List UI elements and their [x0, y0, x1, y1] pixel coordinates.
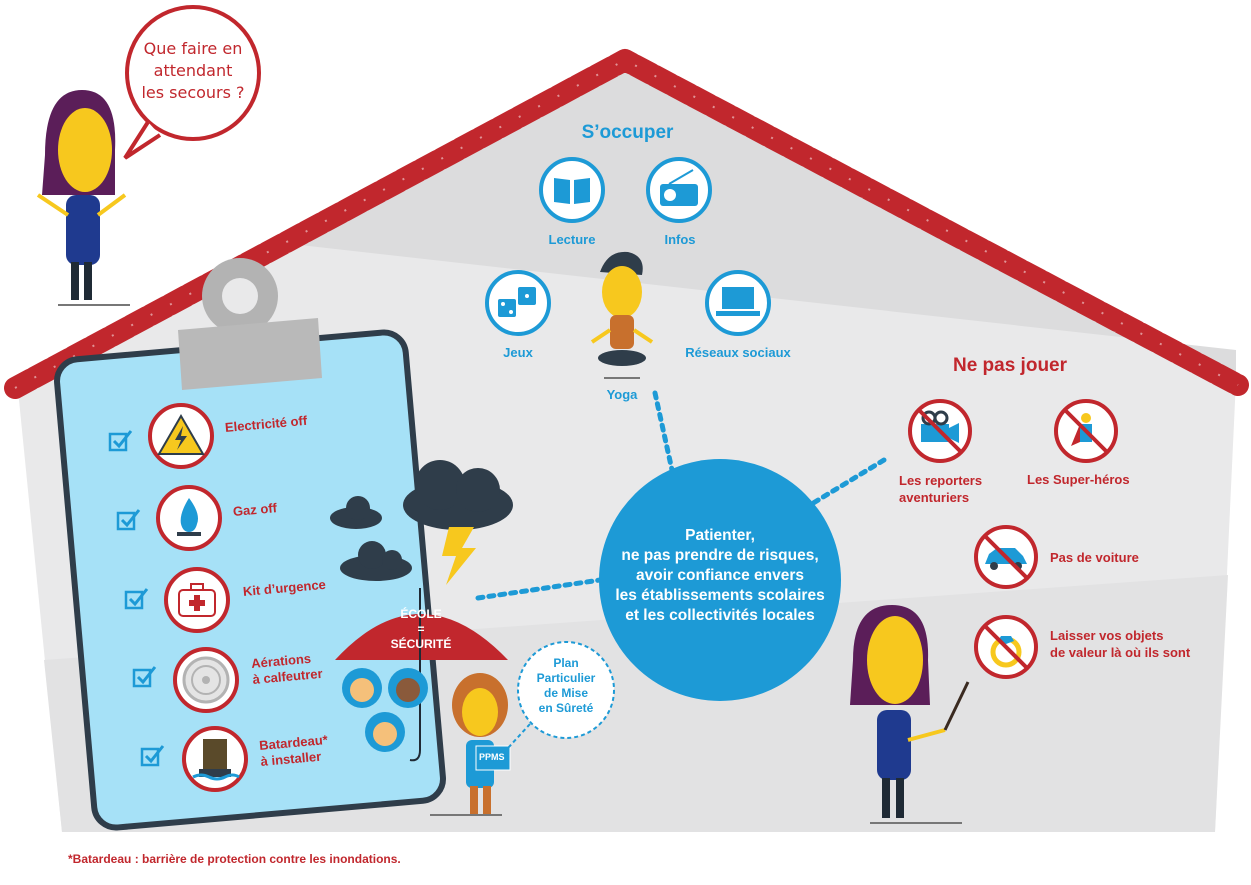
plan-line: Particulier [536, 671, 596, 685]
checkbox-icon [132, 666, 157, 688]
umbrella [335, 588, 508, 762]
radio-icon [646, 157, 712, 223]
ring-icon [974, 615, 1038, 679]
superheros-label: Les Super-héros [1027, 472, 1130, 487]
objets-valeur-label: Laisser vos objets de valeur là où ils s… [1050, 627, 1230, 661]
no-camera-icon [908, 399, 972, 463]
clipboard [54, 258, 446, 831]
speech-line: attendant [153, 61, 233, 80]
reporters-line1: Les reporters [899, 473, 983, 488]
umbrella-line2: = [417, 622, 425, 636]
objets-line2: de valeur là où ils sont [1050, 645, 1191, 660]
teacher-figure [430, 673, 511, 816]
book-icon [539, 157, 605, 223]
center-line: avoir confiance envers [636, 567, 804, 584]
gas-flame-icon [156, 485, 222, 551]
ppms-sign: PPMS [479, 752, 505, 762]
lightning-warning-icon [148, 403, 214, 469]
plan-line: Plan [553, 656, 579, 670]
checkbox-icon [140, 745, 165, 767]
ne-pas-jouer-title: Ne pas jouer [952, 355, 1068, 376]
speech-line: les secours ? [141, 83, 245, 102]
flood-door-icon [182, 726, 248, 792]
storm-clouds [330, 460, 513, 581]
no-superhero-icon [1054, 399, 1118, 463]
lightning-bolt [442, 527, 476, 585]
checkbox-icon [116, 509, 141, 531]
center-line: Patienter, [685, 527, 755, 544]
plan-line: de Mise [543, 686, 588, 700]
infos-label: Infos [664, 232, 696, 247]
plan-line: en Sûreté [538, 701, 594, 715]
center-line: les établissements scolaires [615, 587, 825, 604]
checkbox-icon [124, 588, 149, 610]
checkbox-icon [108, 430, 133, 452]
house-wall-shade [300, 72, 1236, 380]
no-car-icon [974, 525, 1038, 589]
lecture-label: Lecture [548, 232, 596, 247]
umbrella-line1: ÉCOLE [400, 607, 442, 621]
pas-de-voiture-label: Pas de voiture [1050, 550, 1139, 565]
jeux-label: Jeux [503, 345, 533, 360]
center-circle [599, 459, 841, 701]
woman-right [850, 605, 970, 824]
center-message: Patienter, ne pas prendre de risques, av… [600, 526, 840, 626]
plan-text: Plan Particulier de Mise en Sûreté [522, 656, 610, 716]
speech-text: Que faire en attendant les secours ? [130, 38, 256, 104]
umbrella-text: ÉCOLE = SÉCURITÉ [375, 607, 467, 652]
umbrella-line3: SÉCURITÉ [390, 637, 452, 651]
plan-bubble [517, 641, 615, 739]
center-line: et les collectivités locales [625, 607, 815, 624]
dotted-connectors [475, 390, 887, 601]
laptop-icon [705, 270, 771, 336]
speech-line: Que faire en [143, 39, 243, 58]
woman-top-left [36, 90, 130, 306]
reporters-label: Les reporters aventuriers [899, 472, 1019, 506]
first-aid-kit-icon [164, 567, 230, 633]
reporters-line2: aventuriers [899, 490, 970, 505]
ventilation-icon [173, 647, 239, 713]
dice-icon [485, 270, 551, 336]
children [342, 668, 428, 752]
objets-line1: Laisser vos objets [1050, 628, 1164, 643]
speech-bubble [123, 5, 261, 160]
footnote: *Batardeau : barrière de protection cont… [68, 852, 401, 866]
reseaux-label: Réseaux sociaux [685, 345, 791, 360]
yoga-label: Yoga [606, 387, 638, 402]
s-occuper-title: S’occuper [581, 122, 674, 143]
yoga-man [590, 251, 654, 379]
center-line: ne pas prendre de risques, [621, 547, 819, 564]
